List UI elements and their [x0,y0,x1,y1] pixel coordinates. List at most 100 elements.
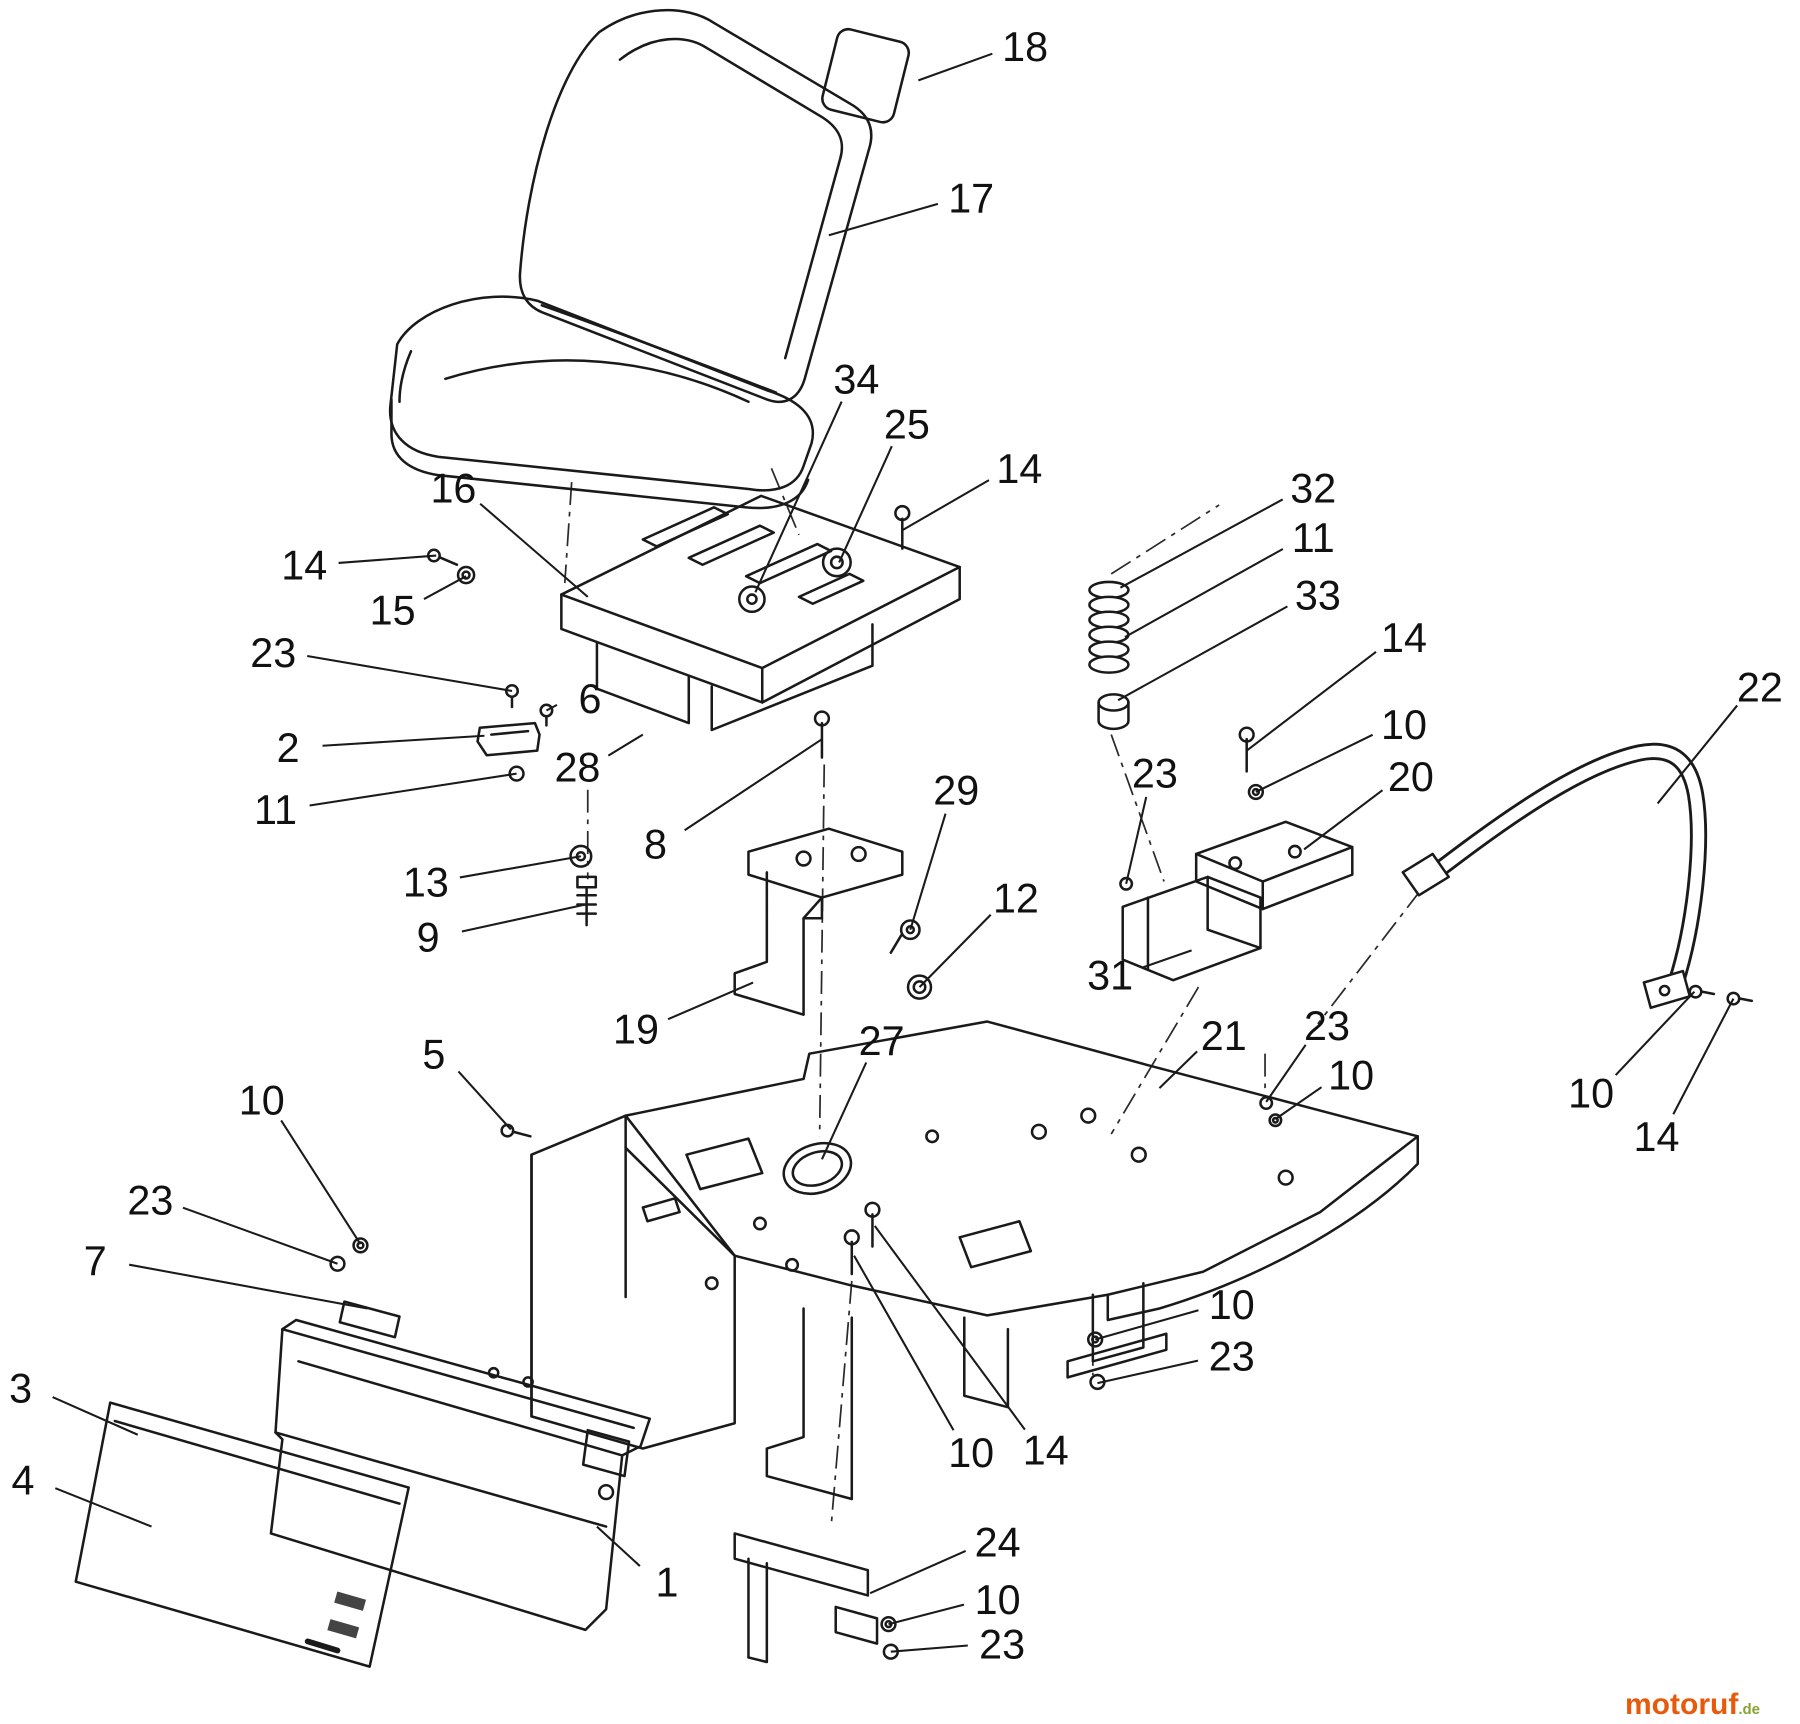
callout-10: 10 [1209,1282,1255,1328]
callout-11: 11 [254,787,297,833]
leader-line-10 [1274,1086,1323,1120]
leader-line-7 [129,1263,368,1310]
leader-line-23 [307,655,513,692]
spring-illustration [1088,580,1130,731]
leader-line-28 [607,733,644,757]
leader-line-23 [1097,1359,1199,1385]
callout-14: 14 [1023,1428,1069,1474]
callout-32: 32 [1290,466,1336,512]
lower-bracket-illustration [733,1532,899,1664]
callout-22: 22 [1737,664,1783,710]
callout-17: 17 [948,175,994,221]
callout-23: 23 [1132,750,1178,796]
callout-27: 27 [859,1018,905,1064]
leader-line-10 [853,1255,955,1431]
leader-line-12 [918,914,992,988]
callout-18: 18 [1002,24,1048,70]
support-bracket-illustration [733,827,933,1016]
leader-line-33 [1117,605,1288,702]
callout-23: 23 [1304,1003,1350,1049]
leader-line-22 [1656,704,1738,805]
leader-line-15 [423,575,467,600]
callout-14: 14 [1634,1114,1680,1160]
leader-line-11 [309,772,517,807]
callout-31: 31 [1087,952,1133,998]
callout-9: 9 [417,915,440,961]
leader-line-27 [820,1062,868,1160]
leader-line-14 [1246,650,1377,752]
leader-line-11 [1124,548,1284,638]
callout-14: 14 [281,543,327,589]
callout-20: 20 [1388,754,1434,800]
seat-hardware-illustration [426,548,476,585]
callout-8: 8 [644,822,667,868]
leader-line-24 [869,1550,967,1595]
leader-line-10 [888,1603,965,1626]
leader-line-8 [684,738,823,832]
callout-10: 10 [1568,1071,1614,1117]
leader-line-34 [754,401,843,593]
leader-line-3 [52,1396,139,1436]
watermark[interactable]: motoruf.de [1625,1690,1760,1720]
leader-line-29 [909,813,947,931]
leader-line-10 [280,1119,362,1245]
callout-34: 34 [833,357,879,403]
callout-21: 21 [1201,1013,1247,1059]
seat-handle-illustration [1401,742,1754,1010]
leader-line-23 [182,1206,338,1265]
callout-33: 33 [1295,572,1341,618]
leader-line-14 [873,1225,1026,1431]
leader-line-14 [901,479,990,532]
leader-line-25 [838,445,893,563]
phantom-lines [563,467,1422,1527]
main-frame-illustration [329,1020,1419,1501]
callout-12: 12 [993,876,1039,922]
callout-14: 14 [1381,615,1427,661]
callout-2: 2 [277,725,300,771]
leader-line-4 [54,1487,152,1528]
watermark-tld[interactable]: .de [1738,1701,1760,1718]
callout-25: 25 [884,401,930,447]
leader-line-1 [596,1525,641,1567]
callout-5: 5 [422,1032,445,1078]
leader-line-23 [1125,796,1148,885]
leader-line-17 [828,202,939,237]
front-panel-illustration [269,1300,652,1632]
leader-line-6 [545,703,558,712]
leader-line-2 [322,734,485,747]
seat-illustration [388,8,873,510]
leader-line-16 [479,502,589,598]
callout-10: 10 [239,1078,285,1124]
leader-line-14 [1672,998,1735,1115]
decal-illustration [74,1401,410,1668]
callout-10: 10 [975,1577,1021,1623]
leader-line-32 [1119,498,1284,589]
leader-line-9 [461,903,586,933]
control-bracket-illustration [1119,726,1354,982]
callout-23: 23 [250,630,296,676]
callout-24: 24 [975,1519,1021,1565]
callout-15: 15 [370,587,416,633]
watermark-brand[interactable]: motoruf [1625,1688,1739,1721]
callout-29: 29 [933,768,979,814]
callout-11: 11 [1292,515,1335,561]
leader-line-20 [1303,789,1384,851]
callout-14: 14 [996,446,1042,492]
callout-28: 28 [554,745,600,791]
callout-10: 10 [948,1430,994,1476]
leader-line-19 [667,981,754,1021]
leader-line-5 [457,1070,512,1131]
leader-line-21 [1158,1050,1198,1089]
leader-line-14 [338,554,437,564]
leader-line-10 [1094,1309,1199,1341]
leader-line-10 [1614,990,1696,1076]
seat-mount-plate-illustration [560,494,961,759]
callout-16: 16 [430,466,476,512]
callout-7: 7 [84,1238,107,1284]
label-plate-illustration [821,27,911,124]
callout-10: 10 [1328,1052,1374,1098]
callout-23: 23 [1209,1333,1255,1379]
